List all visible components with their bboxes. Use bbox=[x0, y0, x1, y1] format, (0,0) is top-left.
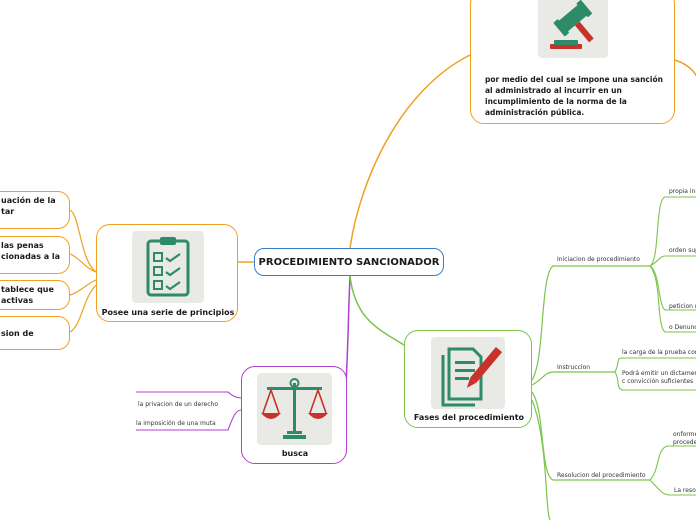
instruccion-sub[interactable]: Podrá emitir un dictamen c convicción su… bbox=[622, 370, 696, 385]
document-pen-icon bbox=[431, 337, 505, 409]
principle-item[interactable]: uación de la tar bbox=[0, 191, 70, 229]
phase-resolucion[interactable]: Resolucion del procedimiento bbox=[557, 472, 646, 479]
busca-item[interactable]: la privacion de un derecho bbox=[138, 401, 218, 408]
principles-caption: Posee una serie de principios bbox=[101, 308, 235, 317]
principle-item[interactable]: sion de bbox=[0, 316, 70, 350]
scales-icon bbox=[257, 373, 332, 445]
resolucion-sub[interactable]: onforme procede bbox=[673, 431, 696, 446]
iniciacion-sub[interactable]: propia ini bbox=[669, 188, 696, 195]
iniciacion-sub[interactable]: peticion r bbox=[669, 303, 696, 310]
iniciacion-sub[interactable]: orden sup bbox=[669, 247, 696, 254]
fases-caption: Fases del procedimiento bbox=[413, 413, 525, 422]
central-topic[interactable]: PROCEDIMIENTO SANCIONADOR bbox=[254, 248, 444, 276]
iniciacion-sub[interactable]: o Denunci bbox=[669, 324, 696, 331]
phase-iniciacion[interactable]: Iniciacion de procedimiento bbox=[557, 256, 640, 263]
phase-instruccion[interactable]: Instruccion bbox=[557, 364, 591, 371]
fases-card[interactable]: Fases del procedimiento bbox=[404, 330, 532, 428]
gavel-icon bbox=[538, 0, 608, 58]
central-topic-label: PROCEDIMIENTO SANCIONADOR bbox=[258, 256, 440, 268]
busca-card[interactable]: busca bbox=[241, 366, 347, 464]
definition-text: por medio del cual se impone una sanción… bbox=[485, 75, 663, 117]
checklist-icon bbox=[132, 231, 204, 303]
principle-item[interactable]: las penas cionadas a la bbox=[0, 236, 70, 274]
busca-item[interactable]: la imposición de una muta bbox=[136, 420, 216, 427]
definition-card[interactable]: por medio del cual se impone una sanción… bbox=[470, 0, 675, 124]
resolucion-sub[interactable]: La resol bbox=[674, 487, 696, 494]
principle-item[interactable]: tablece que activas bbox=[0, 280, 70, 310]
busca-caption: busca bbox=[281, 449, 309, 458]
instruccion-sub[interactable]: la carga de la prueba corr bbox=[622, 349, 696, 356]
principles-card[interactable]: Posee una serie de principios bbox=[96, 224, 238, 322]
